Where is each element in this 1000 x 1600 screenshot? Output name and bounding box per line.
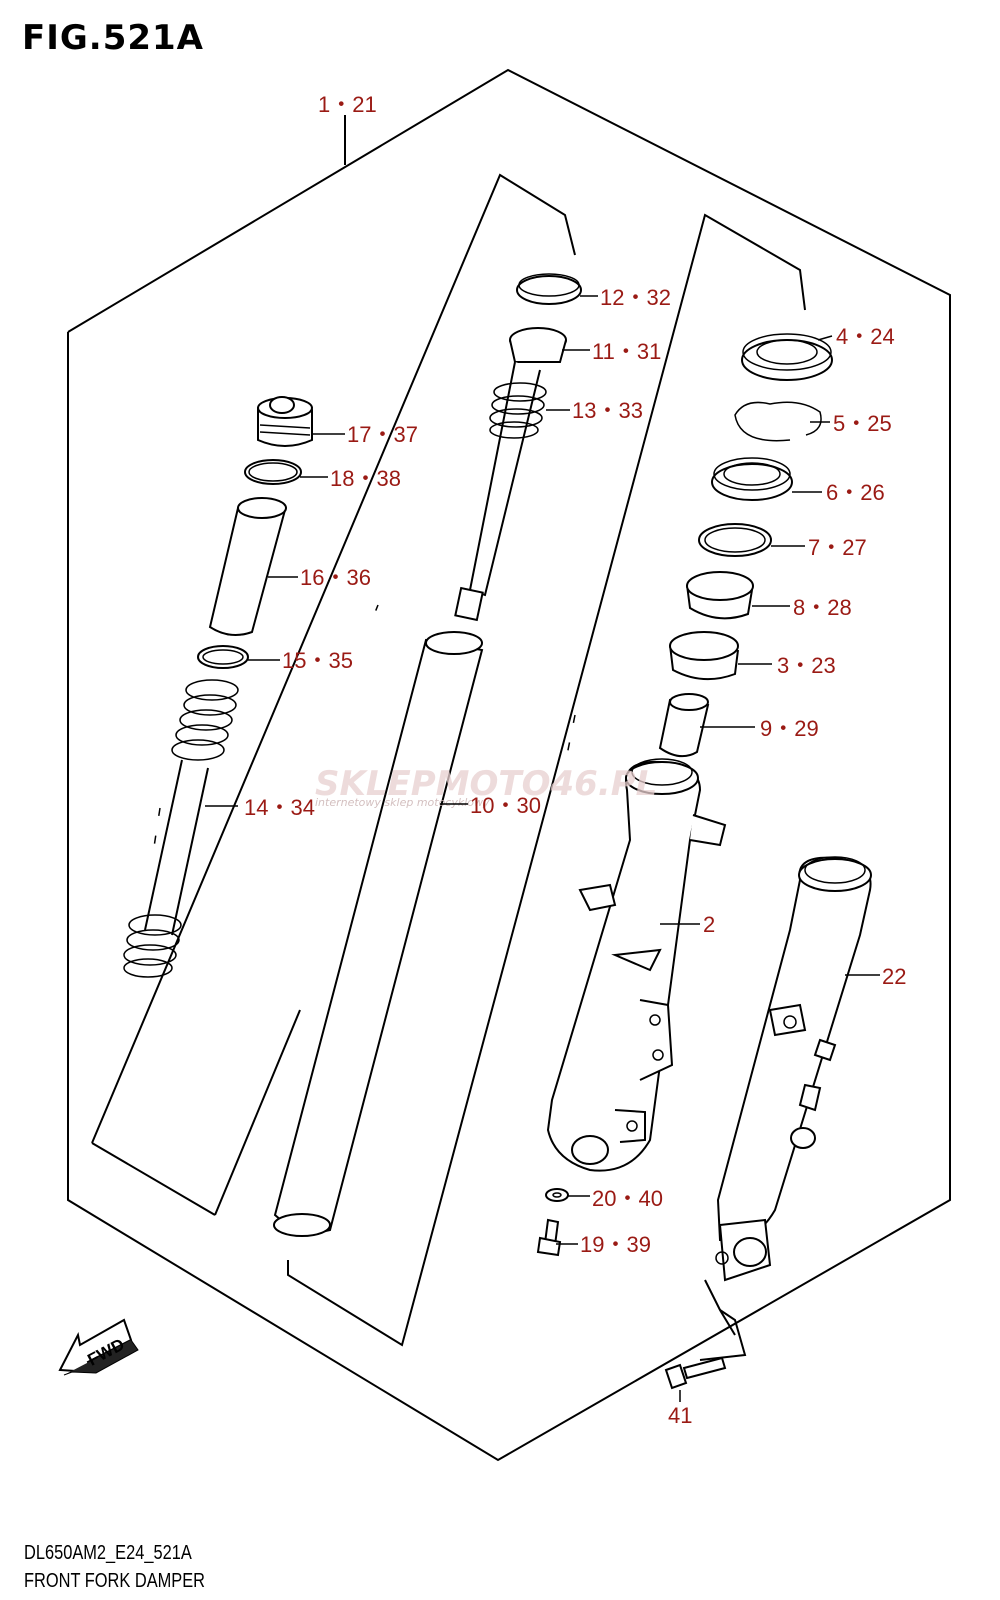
callout-7-27: 7・27	[808, 535, 867, 560]
callout-11-31: 11・31	[592, 339, 661, 364]
part-oil-seal-6	[711, 457, 793, 501]
figure-title: FIG.521A	[22, 18, 204, 58]
callout-13-33: 13・33	[572, 398, 643, 423]
watermark-subtext: internetowy sklep motocyklowy	[315, 796, 490, 809]
part-damper-rod-11	[454, 327, 567, 622]
callout-2: 2	[703, 912, 715, 937]
callout-3-23: 3・23	[777, 653, 836, 678]
callout-12-32: 12・32	[600, 285, 671, 310]
alignment-dashes	[151, 604, 576, 861]
callout-labels: 1・21 12・32 11・31 13・33 17・37 18・38 16・36…	[244, 92, 906, 1428]
callout-18-38: 18・38	[330, 466, 401, 491]
part-o-ring-18	[244, 459, 302, 485]
part-spacer-16	[208, 497, 287, 637]
part-inner-tube-10	[273, 631, 484, 1237]
callout-20-40: 20・40	[592, 1186, 663, 1211]
callout-41: 41	[668, 1403, 692, 1428]
callout-15-35: 15・35	[282, 648, 353, 673]
assembly-boundary	[67, 68, 951, 1462]
part-oil-lock-9	[658, 693, 710, 758]
callout-19-39: 19・39	[580, 1232, 651, 1257]
callout-8-28: 8・28	[793, 595, 852, 620]
callout-4-24: 4・24	[836, 324, 895, 349]
callout-16-36: 16・36	[300, 565, 371, 590]
watermark-text: SKLEPMOTO46.PL	[315, 764, 657, 804]
part-outer-tube-2	[546, 758, 727, 1172]
part-cap-bolt-17	[257, 396, 313, 447]
part-guide-bush-8	[686, 571, 754, 620]
diagram-code: DL650AM2_E24_521A	[24, 1542, 192, 1564]
part-copper-washer-20	[545, 1188, 569, 1202]
callout-9-29: 9・29	[760, 716, 819, 741]
callout-1-21: 1・21	[318, 92, 377, 117]
callout-14-34: 14・34	[244, 795, 315, 820]
callout-17-37: 17・37	[347, 422, 418, 447]
part-circlip-5	[734, 401, 822, 442]
part-ring-12	[516, 273, 582, 305]
watermark: SKLEPMOTO46.PL internetowy sklep motocyk…	[315, 764, 657, 809]
part-outer-tube-22	[715, 856, 872, 1282]
part-rebound-spring-13	[489, 382, 547, 439]
part-fork-spring-14	[123, 679, 239, 978]
callout-6-26: 6・26	[826, 480, 885, 505]
part-dust-seal-4	[741, 333, 833, 381]
part-washer-15	[197, 645, 249, 669]
part-slide-bush-3	[669, 631, 739, 681]
leader-lines	[205, 295, 880, 1402]
callout-10-30: 10・30	[470, 793, 541, 818]
forward-arrow-icon: FWD	[58, 1318, 139, 1376]
part-seal-washer-7	[698, 523, 772, 557]
callout-22: 22	[882, 964, 906, 989]
part-pinch-bolt-41	[664, 1356, 727, 1390]
callout-5-25: 5・25	[833, 411, 892, 436]
part-damper-bolt-19	[536, 1218, 562, 1257]
diagram-name: FRONT FORK DAMPER	[24, 1570, 206, 1592]
